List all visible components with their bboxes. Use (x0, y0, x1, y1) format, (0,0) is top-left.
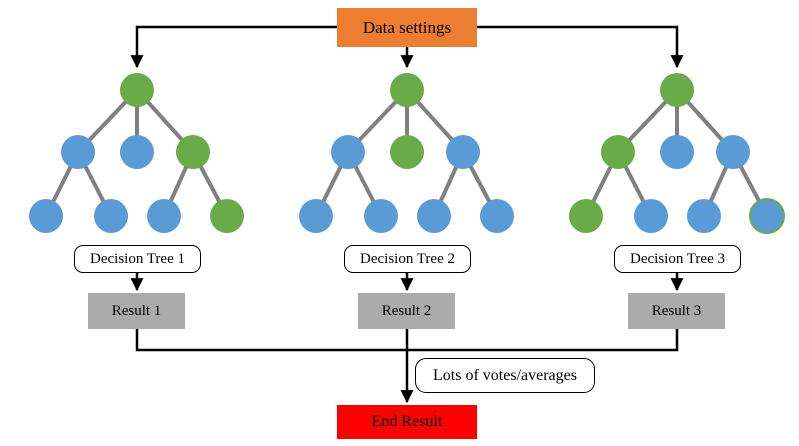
tree-1-level3-node (29, 199, 63, 233)
tree-2-level3-node (364, 199, 398, 233)
tree-2-level3-node (480, 199, 514, 233)
tree-2-root-node (390, 73, 424, 107)
tree-3-level2-node (716, 135, 750, 169)
tree-1-level3-node (210, 199, 244, 233)
decision-tree-3-box: Decision Tree 3 (614, 245, 741, 273)
result-3-label: Result 3 (651, 302, 702, 319)
decision-tree-1-box: Decision Tree 1 (74, 245, 201, 273)
end-result-box: End Result (337, 405, 477, 439)
tree-2-level3-node (299, 199, 333, 233)
tree-3-level3-node (569, 199, 603, 233)
tree-1 (29, 73, 244, 233)
tree-2-level3-node (417, 199, 451, 233)
merge-connectors (135, 329, 679, 404)
tree-1-level3-node (147, 199, 181, 233)
decision-trees-layer (29, 73, 785, 234)
connector-to-tree-1 (130, 25, 337, 69)
tree-1-level2-node (120, 135, 154, 169)
tree-2-level2-node (446, 135, 480, 169)
data-settings-label: Data settings (362, 17, 452, 37)
tree-3-level3-node (634, 199, 668, 233)
decision-tree-3-label: Decision Tree 3 (630, 250, 725, 267)
tree-1-level3-node (94, 199, 128, 233)
tree-3 (569, 73, 785, 234)
decision-tree-2-label: Decision Tree 2 (360, 250, 455, 267)
tree-2 (299, 73, 514, 233)
votes-averages-box: Lots of votes/averages (415, 358, 595, 393)
tree-1-root-node (120, 73, 154, 107)
decision-tree-2-box: Decision Tree 2 (344, 245, 471, 273)
top-connectors (130, 25, 684, 69)
result-1-label: Result 1 (111, 302, 162, 319)
votes-averages-label: Lots of votes/averages (433, 366, 577, 384)
tree-2-level2-node (390, 135, 424, 169)
tree-to-result-connectors (130, 273, 684, 292)
tree-3-root-node (660, 73, 694, 107)
result-2-label: Result 2 (381, 302, 432, 319)
result-1-box: Result 1 (88, 293, 185, 329)
end-result-label: End Result (371, 413, 443, 430)
tree-1-level2-node (176, 135, 210, 169)
tree-1-level2-node (61, 135, 95, 169)
result-2-box: Result 2 (358, 293, 455, 329)
tree-3-level3-node (749, 198, 785, 234)
decision-tree-1-label: Decision Tree 1 (90, 250, 185, 267)
result-3-box: Result 3 (628, 293, 725, 329)
tree-3-level2-node (660, 135, 694, 169)
tree-2-level2-node (331, 135, 365, 169)
tree-3-level2-node (601, 135, 635, 169)
connector-to-tree-3 (477, 25, 684, 69)
tree-3-level3-node (687, 199, 721, 233)
data-settings-box: Data settings (337, 8, 477, 47)
